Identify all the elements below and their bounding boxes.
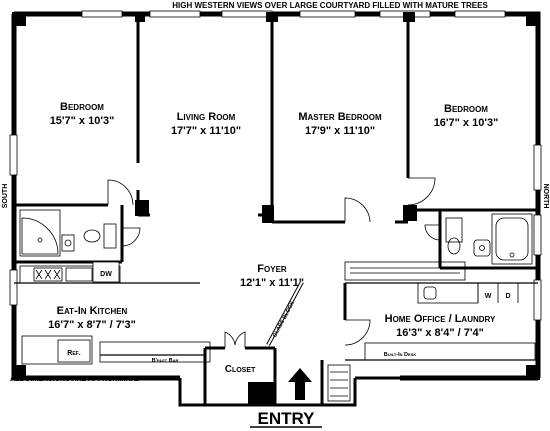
built-in-desk-label: Built-In Desk xyxy=(384,352,417,358)
room-dims-office: 16'3" x 8'4" / 7'4" xyxy=(396,327,484,339)
entry-arrow-icon xyxy=(288,368,312,400)
room-name-foyer: Foyer xyxy=(257,263,287,275)
compass-south-label: South xyxy=(2,184,9,209)
washer-label: W xyxy=(485,293,492,300)
plan-title: High Western Views Over Large Courtyard … xyxy=(172,1,488,10)
compass-north-label: North xyxy=(542,184,549,209)
interior-walls xyxy=(14,14,538,405)
side-windows xyxy=(9,134,542,321)
room-name-living-room: Living Room xyxy=(177,111,236,123)
room-dims-master-bedroom: 17'9" x 11'10" xyxy=(305,125,375,137)
doors xyxy=(107,177,441,348)
room-labels: Bedroom 15'7" x 10'3" Living Room 17'7" … xyxy=(48,101,498,375)
dryer-label: D xyxy=(505,293,510,300)
room-name-closet: Closet xyxy=(225,364,256,375)
room-dims-foyer: 12'1" x 11'1" xyxy=(240,277,304,289)
glass-block-label: Glass Block xyxy=(272,300,296,338)
kitchen-fixtures xyxy=(19,261,211,365)
right-bath xyxy=(445,213,533,265)
bfast-bar-label: B'fast Bar xyxy=(152,358,179,364)
room-dims-bedroom-right: 16'7" x 10'3" xyxy=(434,117,499,129)
column-blocks xyxy=(12,12,540,404)
room-name-office: Home Office / Laundry xyxy=(385,313,496,325)
approximate-note: All dimensions are approximate xyxy=(10,376,139,383)
entry-area xyxy=(327,364,351,402)
entry-label: ENTRY xyxy=(258,409,316,428)
room-dims-living-room: 17'7" x 11'10" xyxy=(171,125,241,137)
dishwasher-label: DW xyxy=(100,271,112,278)
glass-block-wall: Glass Block xyxy=(266,281,304,346)
room-name-bedroom-left: Bedroom xyxy=(60,101,104,113)
left-bath xyxy=(19,209,117,257)
office-fixtures xyxy=(344,261,536,361)
fixture-labels: DW Ref. B'fast Bar Built-In Desk W D xyxy=(67,271,510,364)
room-dims-bedroom-left: 15'7" x 10'3" xyxy=(50,115,115,127)
room-name-bedroom-right: Bedroom xyxy=(444,103,488,115)
room-dims-kitchen: 16'7" x 8'7" / 7'3" xyxy=(48,319,136,331)
room-name-kitchen: Eat-In Kitchen xyxy=(57,305,128,317)
room-name-master-bedroom: Master Bedroom xyxy=(298,111,382,123)
refrigerator-label: Ref. xyxy=(67,350,80,357)
